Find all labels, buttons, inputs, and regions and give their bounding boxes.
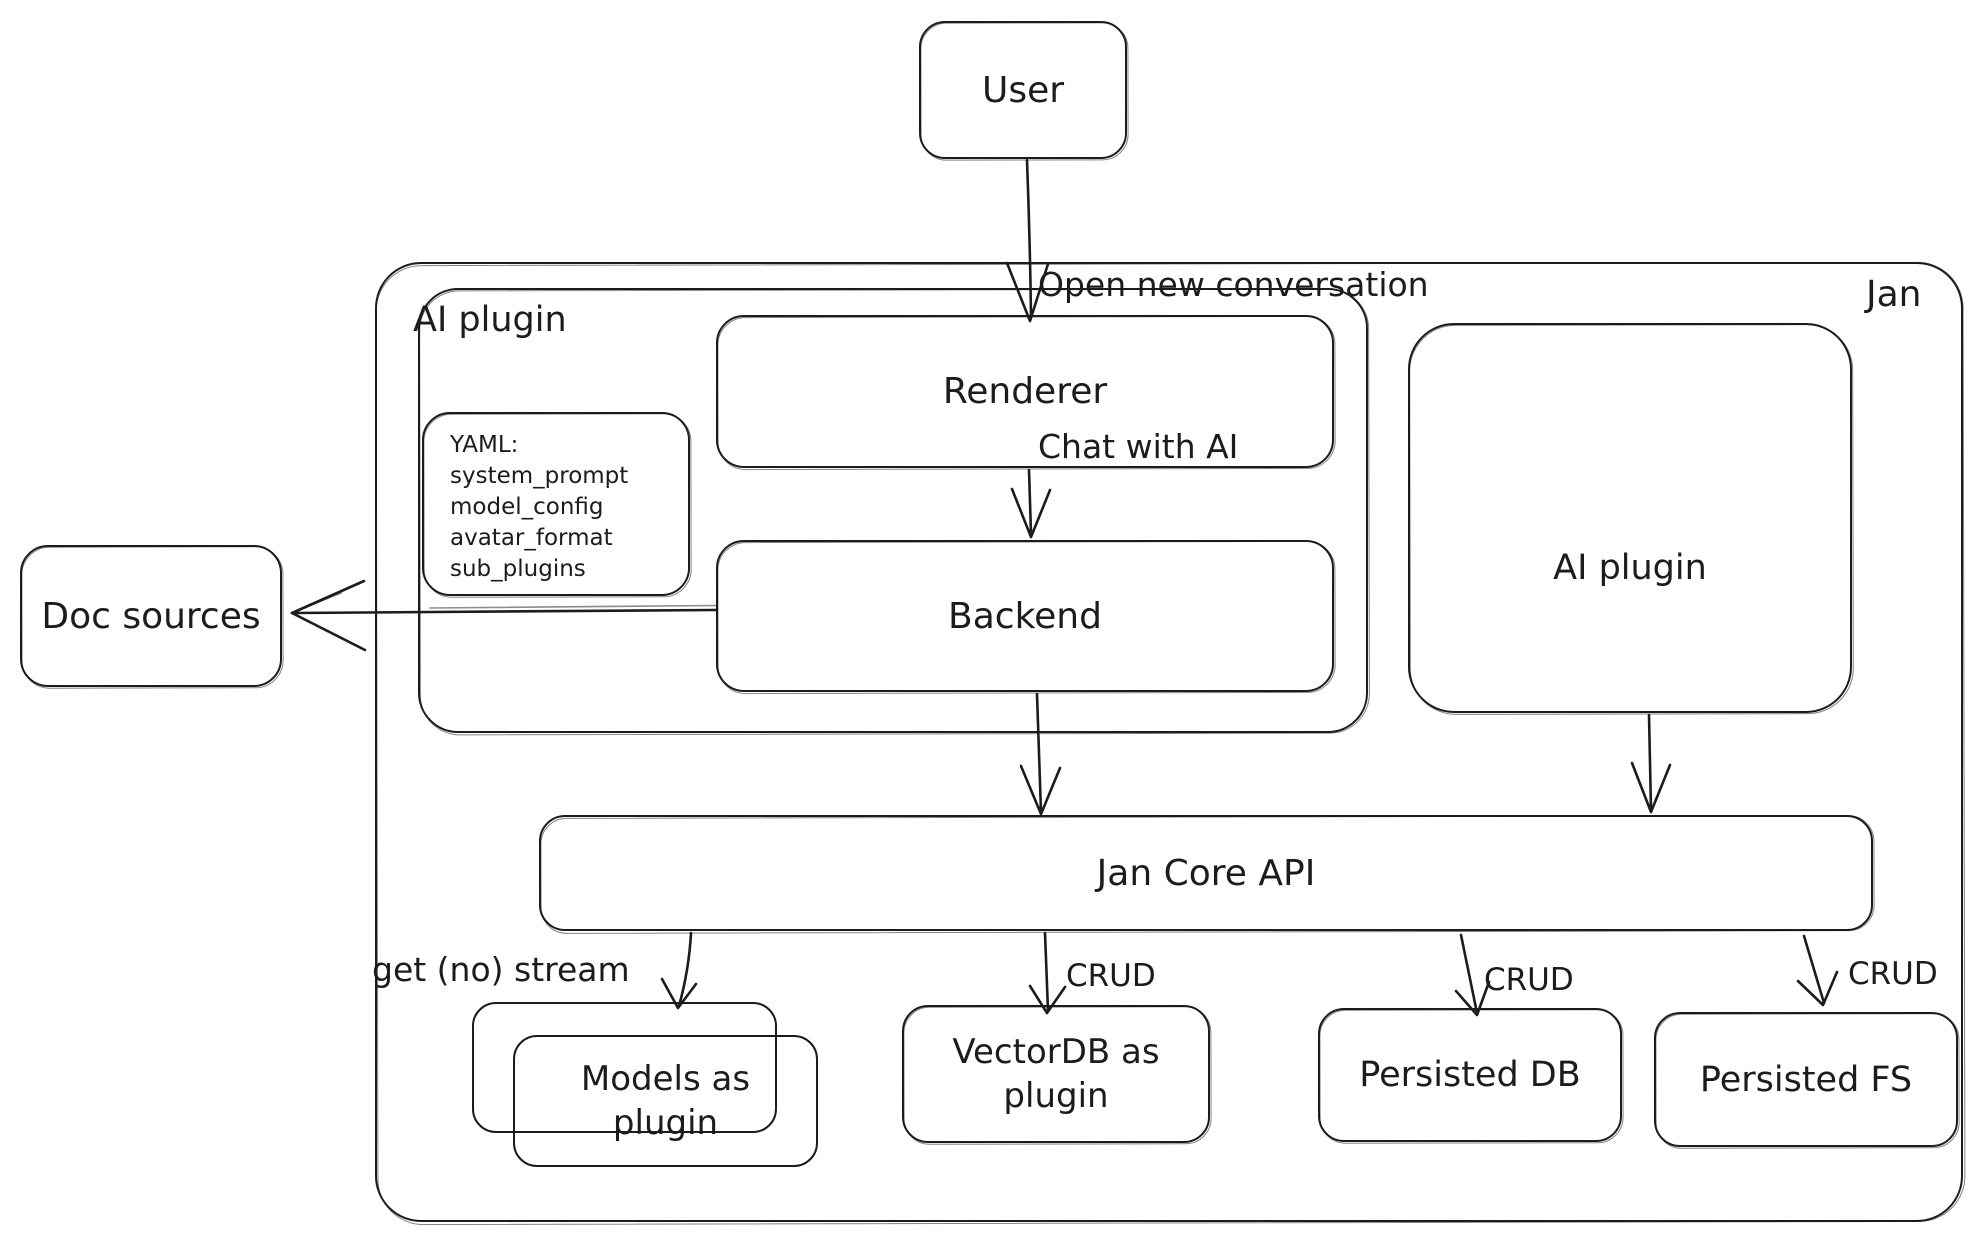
doc-sources-node: Doc sources	[20, 545, 282, 687]
ai-plugin-container-label: AI plugin	[413, 300, 567, 340]
jan-core-api-node: Jan Core API	[539, 815, 1873, 931]
models-plugin-label-line2: plugin	[612, 1103, 719, 1143]
edge-label-crud-persisted-fs: CRUD	[1848, 956, 1938, 992]
jan-container-label: Jan	[1866, 274, 1922, 315]
renderer-node: Renderer	[716, 315, 1334, 468]
edge-label-open-conversation: Open new conversation Chat with AI	[1038, 150, 1429, 582]
persisted-fs-node: Persisted FS	[1654, 1012, 1958, 1147]
vectordb-plugin-label-line2: plugin	[1003, 1076, 1109, 1116]
yaml-note-field: system_prompt	[450, 463, 629, 489]
yaml-note-field: sub_plugins	[450, 556, 586, 582]
yaml-note-field: avatar_format	[450, 525, 613, 551]
persisted-db-node: Persisted DB	[1318, 1008, 1622, 1142]
edge-label-get-no-stream: get (no) stream	[372, 950, 630, 989]
vectordb-plugin-node: VectorDB as plugin	[902, 1005, 1210, 1143]
yaml-note: YAML: system_prompt model_config avatar_…	[422, 412, 690, 596]
edge-label-open-conversation-line2: Chat with AI	[1038, 427, 1239, 466]
backend-label: Backend	[948, 595, 1102, 637]
ai-plugin-container	[418, 288, 1368, 733]
edge-label-open-conversation-line1: Open new conversation	[1038, 265, 1429, 304]
models-plugin-label-line1: Models as	[580, 1058, 751, 1099]
models-plugin-node: Models as plugin	[513, 1035, 818, 1167]
ai-plugin-node: AI plugin	[1408, 323, 1852, 713]
jan-container	[375, 262, 1963, 1222]
yaml-note-title: YAML:	[450, 432, 519, 458]
backend-node: Backend	[716, 540, 1334, 692]
persisted-db-label: Persisted DB	[1359, 1055, 1581, 1095]
edge-label-crud-persisted-db: CRUD	[1484, 962, 1574, 998]
persisted-fs-label: Persisted FS	[1699, 1059, 1913, 1100]
user-label: User	[981, 69, 1065, 111]
vectordb-plugin-label-line1: VectorDB as	[952, 1031, 1160, 1072]
ai-plugin-label: AI plugin	[1553, 548, 1707, 588]
models-plugin-back-node	[472, 1002, 777, 1133]
jan-core-api-label: Jan Core API	[1096, 852, 1316, 894]
user-node: User	[919, 21, 1127, 159]
yaml-note-field: model_config	[450, 494, 604, 520]
edge-label-crud-vectordb: CRUD	[1066, 958, 1156, 994]
doc-sources-label: Doc sources	[41, 595, 261, 637]
renderer-label: Renderer	[942, 371, 1108, 412]
